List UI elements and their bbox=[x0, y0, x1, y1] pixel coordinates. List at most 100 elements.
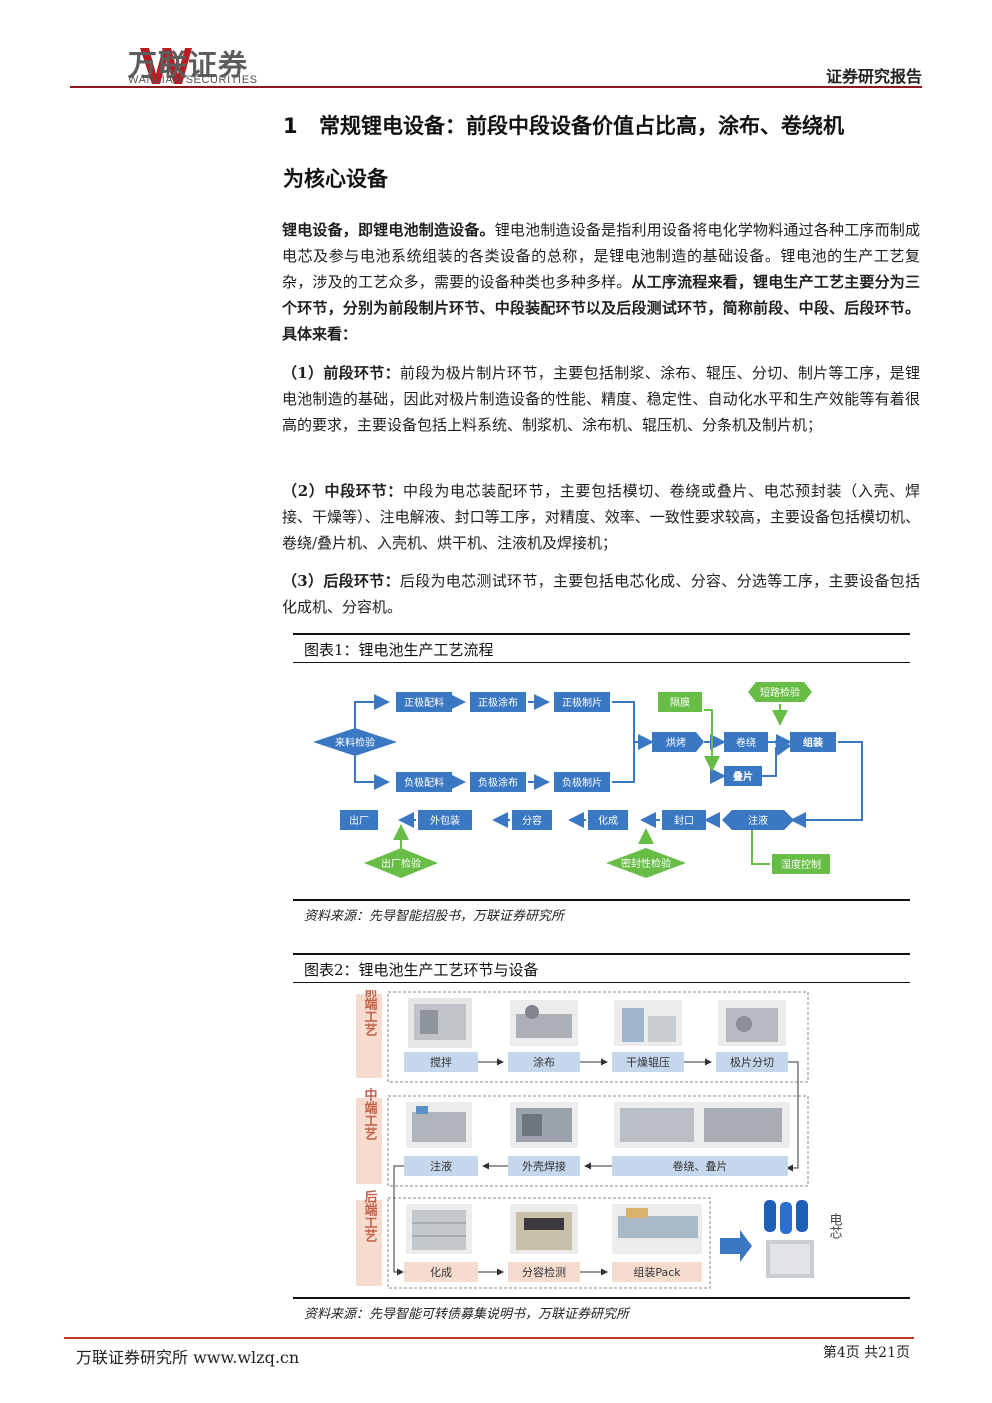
flow-node-winding bbox=[724, 732, 768, 752]
stage-label-front: 前端工艺 bbox=[362, 990, 378, 1037]
intro-emphasis: 从工序流程来看，锂电生产工艺主要分为三个环节，分别为前段制片环节、中段装配环节以… bbox=[282, 273, 920, 343]
flow-label-anode-coat: 负极涂布 bbox=[478, 776, 518, 789]
output-arrow-icon bbox=[720, 1230, 752, 1262]
flow-node-cathode-sheet bbox=[554, 692, 610, 712]
flow-label-incoming-check: 来料检验 bbox=[335, 736, 375, 749]
logo-english-name: WANLIAN SECURITIES bbox=[128, 74, 258, 86]
flow-node-shipment bbox=[340, 810, 378, 830]
flow-node-cathode-coat bbox=[470, 692, 526, 712]
flow-label-cathode-coat: 正极涂布 bbox=[478, 696, 518, 709]
middle-step-shell-welding: 外壳焊接 bbox=[522, 1159, 566, 1173]
intro-lead: 锂电设备，即锂电池制造设备。 bbox=[282, 221, 495, 239]
flow-node-anode-mix bbox=[396, 772, 452, 792]
figure2-source: 资料来源：先导智能可转债募集说明书，万联证券研究所 bbox=[304, 1307, 630, 1322]
figure1-title: 图表1：锂电池生产工艺流程 bbox=[304, 641, 494, 659]
front-stage-body: 前段为极片制片环节，主要包括制浆、涂布、辊压、分切、制片等工序，是锂电池制造的基… bbox=[282, 364, 920, 434]
section-title-line1: 常规锂电设备：前段中段设备价值占比高，涂布、卷绕机 bbox=[319, 114, 844, 138]
middle-step-injection: 注液 bbox=[430, 1159, 452, 1173]
intro-body: 锂电池制造设备是指利用设备将电化学物料通过各种工序而制成电芯及参与电池系统组装的… bbox=[282, 221, 920, 291]
paragraph-intro: 锂电设备，即锂电池制造设备。锂电池制造设备是指利用设备将电化学物料通过各种工序而… bbox=[282, 217, 920, 347]
figure2-title: 图表2：锂电池生产工艺环节与设备 bbox=[304, 961, 539, 979]
flow-label-injection: 注液 bbox=[748, 814, 768, 827]
machine-formation-image bbox=[406, 1204, 472, 1254]
flow-label-shipment: 出厂 bbox=[349, 814, 369, 827]
wanlian-logo-mark bbox=[140, 48, 192, 84]
paragraph-front-stage: （1）前段环节：前段为极片制片环节，主要包括制浆、涂布、辊压、分切、制片等工序，… bbox=[282, 360, 920, 438]
flow-label-sealing: 封口 bbox=[674, 814, 694, 827]
report-type-label: 证券研究报告 bbox=[825, 67, 922, 86]
flow-label-anode-sheet: 负极制片 bbox=[562, 776, 602, 789]
flow-node-injection bbox=[722, 810, 794, 830]
paragraph-middle-stage: （2）中段环节：中段为电芯装配环节，主要包括模切、卷绕或叠片、电芯预封装（入壳、… bbox=[282, 478, 920, 556]
machine-welder-image bbox=[510, 1102, 578, 1148]
flow-node-stacking bbox=[724, 766, 762, 786]
figure2-title-rule bbox=[293, 982, 910, 983]
battery-cells-image bbox=[764, 1200, 814, 1278]
flow-label-bake: 烘烤 bbox=[666, 736, 686, 749]
process-equipment-diagram: 前端工艺 中端工艺 后端工艺 搅拌 涂布 干燥辊压 极片分切 注液 外壳焊接 卷… bbox=[356, 990, 843, 1289]
footer-divider bbox=[64, 1337, 914, 1339]
flow-label-shipment-check: 出厂检验 bbox=[381, 857, 421, 870]
front-step-drying-rolling: 干燥辊压 bbox=[626, 1055, 670, 1069]
flow-node-separator bbox=[658, 692, 702, 712]
flow-label-humidity: 湿度控制 bbox=[781, 858, 821, 871]
flow-label-assembly: 组装 bbox=[803, 736, 823, 749]
flow-label-winding: 卷绕 bbox=[736, 736, 756, 749]
section-number: 1 bbox=[283, 114, 298, 138]
flow-node-bake bbox=[652, 732, 704, 752]
flow-label-seal-check: 密封性检验 bbox=[621, 857, 671, 870]
flow-label-formation: 化成 bbox=[598, 814, 618, 827]
flow-label-cathode-mix: 正极配料 bbox=[404, 696, 444, 709]
figure2-bottom-rule bbox=[293, 1297, 910, 1299]
flow-label-anode-mix: 负极配料 bbox=[404, 776, 444, 789]
machine-injector-image bbox=[406, 1102, 472, 1148]
machine-winding-stacking-image bbox=[614, 1102, 790, 1148]
middle-stage-label: （2）中段环节： bbox=[282, 482, 403, 500]
flow-node-humidity bbox=[772, 854, 830, 874]
figure1-title-rule bbox=[293, 662, 910, 663]
flow-node-seal-check bbox=[606, 848, 686, 878]
machine-roller-press-image bbox=[614, 1000, 682, 1046]
flow-node-formation bbox=[588, 810, 628, 830]
footer-institute: 万联证券研究所 www.wlzq.cn bbox=[76, 1348, 300, 1367]
flow-node-sealing bbox=[662, 810, 706, 830]
flow-node-anode-coat bbox=[470, 772, 526, 792]
front-step-coating: 涂布 bbox=[533, 1055, 555, 1069]
flow-label-separator: 隔膜 bbox=[670, 697, 690, 709]
machine-grading-image bbox=[510, 1204, 578, 1254]
figure1-top-rule bbox=[293, 633, 910, 635]
flow-label-grading: 分容 bbox=[522, 814, 542, 827]
stage-label-back: 后端工艺 bbox=[362, 1189, 378, 1243]
header-divider bbox=[70, 86, 922, 88]
front-step-slitting: 极片分切 bbox=[730, 1055, 774, 1069]
machine-coater-image bbox=[510, 1000, 578, 1046]
production-flow-chart: 来料检验 正极配料 正极涂布 正极制片 负极配料 负极涂布 负极制片 隔膜 短路… bbox=[313, 682, 863, 878]
flow-label-cathode-sheet: 正极制片 bbox=[562, 696, 602, 709]
flow-label-stacking: 叠片 bbox=[733, 770, 753, 783]
back-step-formation: 化成 bbox=[430, 1265, 452, 1279]
flow-node-incoming-check bbox=[313, 728, 397, 756]
flow-node-short-check bbox=[748, 682, 812, 702]
flow-label-packaging: 外包装 bbox=[430, 814, 460, 827]
back-stage-body: 后段为电芯测试环节，主要包括电芯化成、分容、分选等工序，主要设备包括化成机、分容… bbox=[282, 572, 920, 616]
stage-label-middle: 中端工艺 bbox=[362, 1087, 378, 1141]
machine-pack-assembly-image bbox=[612, 1204, 702, 1254]
paragraph-back-stage: （3）后段环节：后段为电芯测试环节，主要包括电芯化成、分容、分选等工序，主要设备… bbox=[282, 568, 920, 620]
flow-node-grading bbox=[512, 810, 552, 830]
middle-step-winding-stacking: 卷绕、叠片 bbox=[673, 1159, 728, 1173]
middle-stage-body: 中段为电芯装配环节，主要包括模切、卷绕或叠片、电芯预封装（入壳、焊接、干燥等）、… bbox=[282, 482, 920, 552]
flow-node-shipment-check bbox=[364, 848, 438, 878]
section-title-line2: 为核心设备 bbox=[283, 167, 388, 191]
machine-slitter-image bbox=[718, 1000, 786, 1046]
flow-node-cathode-mix bbox=[396, 692, 452, 712]
output-cell-label: 电芯 bbox=[827, 1213, 843, 1239]
back-step-pack-assembly: 组装Pack bbox=[633, 1265, 681, 1279]
flow-label-short-check: 短路检验 bbox=[760, 686, 800, 699]
figure2-top-rule bbox=[293, 953, 910, 955]
logo-chinese-name: 万联证券 bbox=[128, 48, 249, 82]
flow-node-assembly bbox=[790, 732, 836, 752]
footer-page-number: 第4页 共21页 bbox=[822, 1345, 910, 1361]
front-step-mixing: 搅拌 bbox=[430, 1055, 452, 1069]
machine-mixer-image bbox=[408, 998, 472, 1048]
figure1-source: 资料来源：先导智能招股书，万联证券研究所 bbox=[304, 909, 565, 924]
